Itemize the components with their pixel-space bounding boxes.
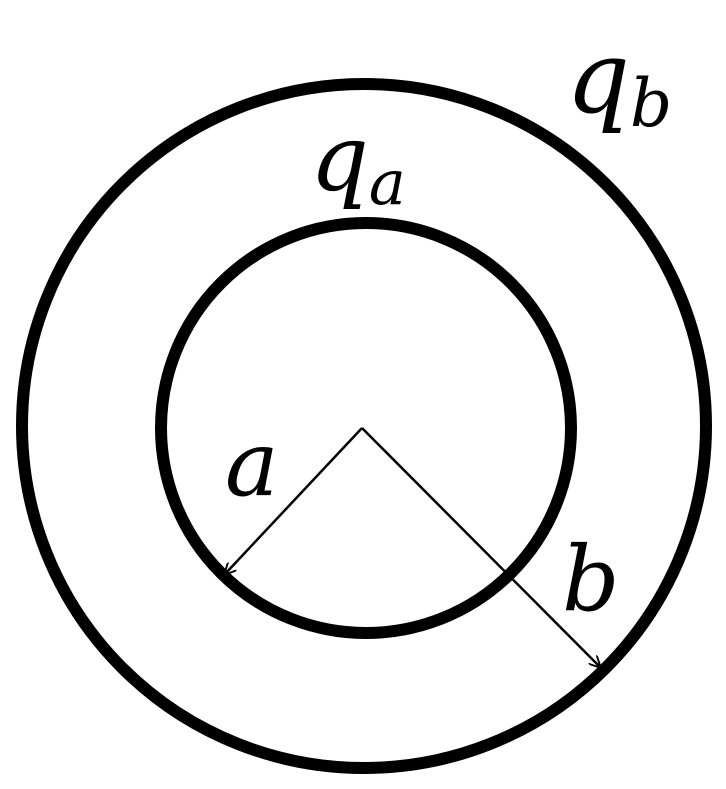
inner-charge-label: qa	[310, 105, 406, 219]
inner-shell	[155, 217, 577, 639]
outer-radius-label: b	[562, 527, 620, 632]
inner-radius-label: a	[225, 412, 279, 517]
inner-radius-arrow	[225, 427, 363, 574]
outer-shell	[16, 78, 712, 774]
outer-radius-arrow	[361, 427, 600, 667]
outer-charge-label: qb	[566, 19, 672, 142]
